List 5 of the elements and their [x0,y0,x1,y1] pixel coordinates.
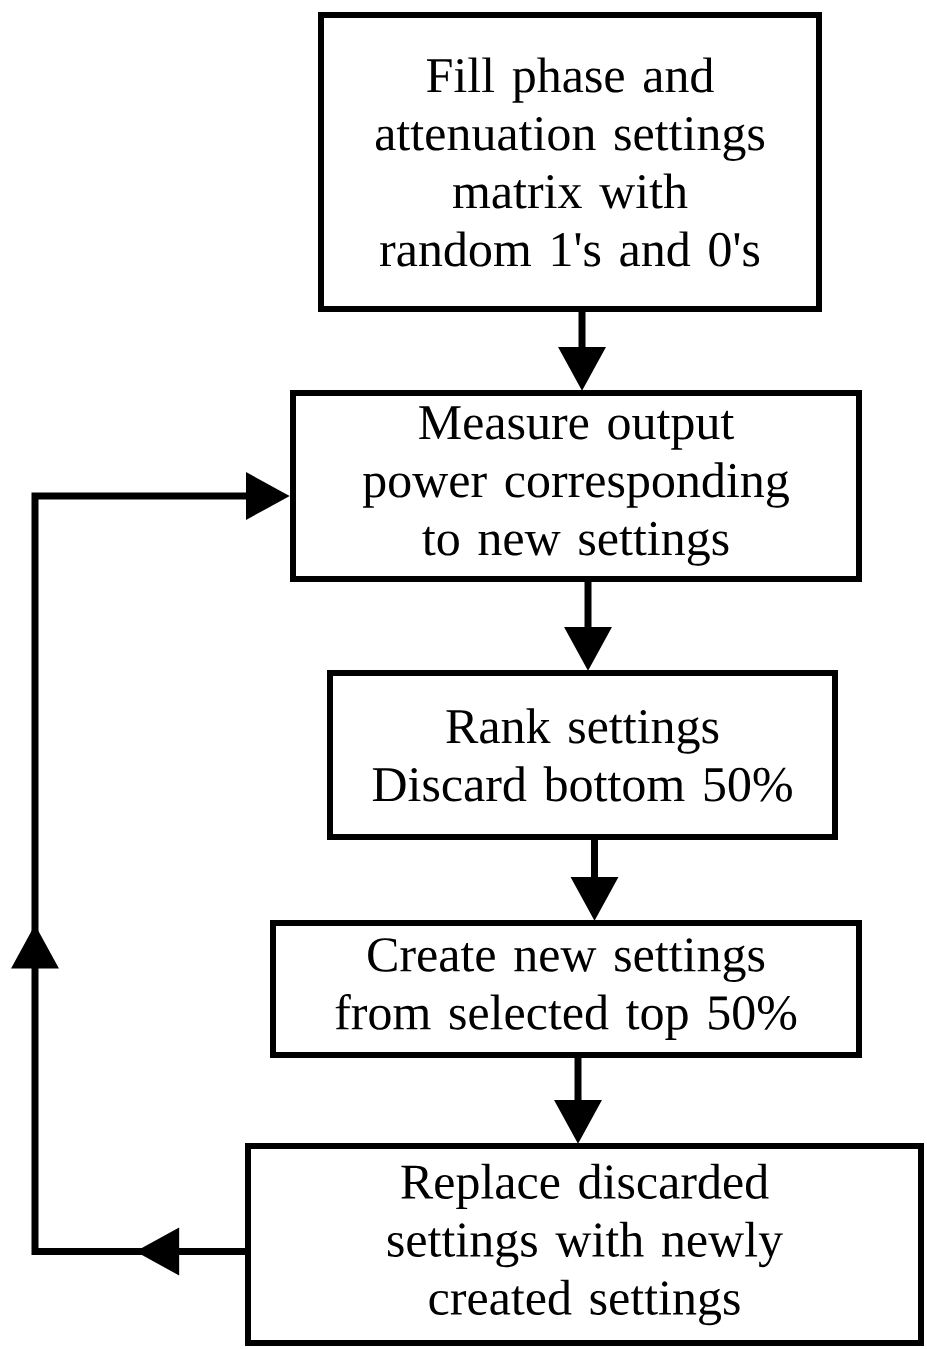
process-box: Fill phase and attenuation settings matrix with random 1's and 0's [318,12,822,312]
process-box: Measure output power corresponding to new settings [290,390,862,582]
process-box: Create new settings from selected top 50% [270,920,862,1058]
process-box: Replace discarded settings with newly created settings [245,1143,924,1346]
process-box: Rank settings Discard bottom 50% [327,670,838,840]
